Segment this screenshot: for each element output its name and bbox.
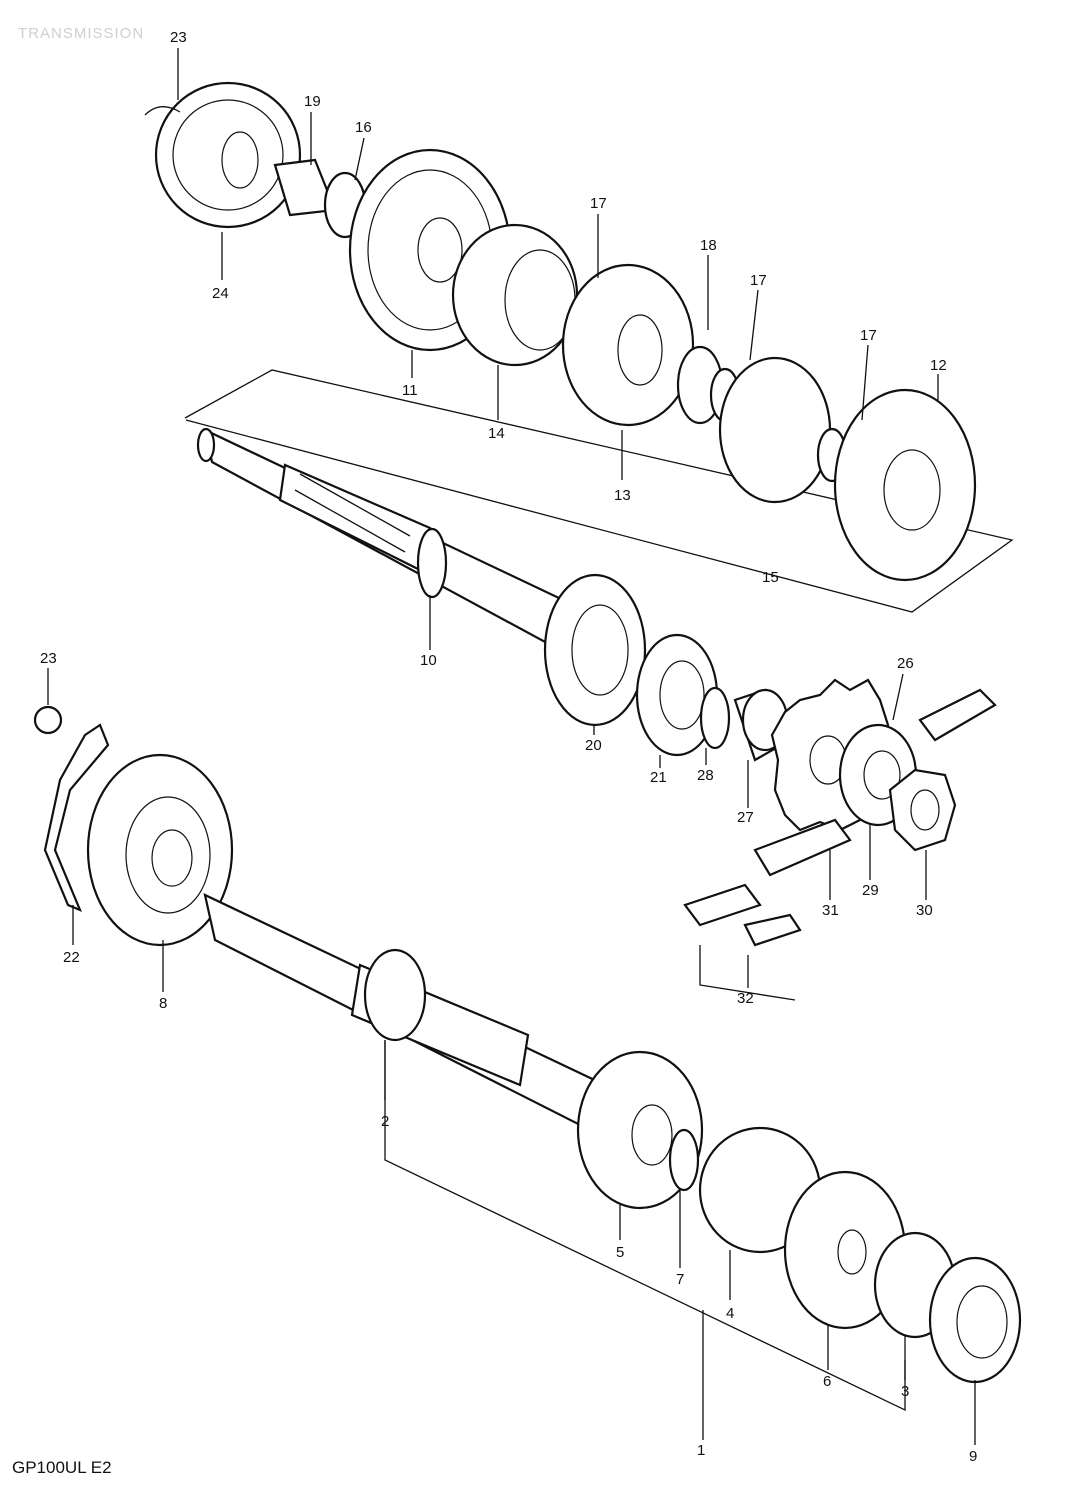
gear-15 bbox=[718, 356, 832, 504]
circlip-23-top bbox=[144, 106, 181, 116]
label-12: 12 bbox=[930, 357, 947, 374]
label-24: 24 bbox=[212, 285, 229, 302]
label-29: 29 bbox=[862, 882, 879, 899]
label-8: 8 bbox=[159, 995, 167, 1012]
o-ring-28 bbox=[699, 686, 731, 750]
label-17-b: 17 bbox=[750, 272, 767, 289]
circlip-7 bbox=[668, 1128, 700, 1192]
screw-23 bbox=[33, 705, 63, 735]
chain-31 bbox=[918, 688, 997, 742]
label-17-c: 17 bbox=[860, 327, 877, 344]
label-4: 4 bbox=[726, 1305, 734, 1322]
countershaft-group bbox=[144, 81, 1014, 1001]
label-6: 6 bbox=[823, 1373, 831, 1390]
chain-joint-32 bbox=[683, 883, 762, 927]
label-28: 28 bbox=[697, 767, 714, 784]
label-2: 2 bbox=[381, 1113, 389, 1130]
label-23-bottom: 23 bbox=[40, 650, 57, 667]
label-30: 30 bbox=[916, 902, 933, 919]
label-32: 32 bbox=[737, 990, 754, 1007]
mainshaft-group bbox=[33, 705, 1022, 1412]
part-number-labels: 23 19 16 24 11 14 17 18 17 17 12 13 15 1… bbox=[40, 29, 977, 1465]
label-27: 27 bbox=[737, 809, 754, 826]
label-1: 1 bbox=[697, 1442, 705, 1459]
label-22: 22 bbox=[63, 949, 80, 966]
label-14: 14 bbox=[488, 425, 505, 442]
label-13: 13 bbox=[614, 487, 631, 504]
label-31: 31 bbox=[822, 902, 839, 919]
label-16: 16 bbox=[355, 119, 372, 136]
label-23-top: 23 bbox=[170, 29, 187, 46]
label-3: 3 bbox=[901, 1383, 909, 1400]
label-26: 26 bbox=[897, 655, 914, 672]
bracket-15 bbox=[184, 369, 1014, 613]
label-18: 18 bbox=[700, 237, 717, 254]
label-15: 15 bbox=[762, 569, 779, 586]
label-11: 11 bbox=[402, 382, 418, 399]
diagram-header: TRANSMISSION bbox=[18, 25, 144, 42]
leader-lines bbox=[47, 48, 976, 1445]
label-20: 20 bbox=[585, 737, 602, 754]
label-10: 10 bbox=[420, 652, 437, 669]
label-21: 21 bbox=[650, 769, 667, 786]
label-7: 7 bbox=[676, 1271, 684, 1288]
label-5: 5 bbox=[616, 1244, 624, 1261]
label-17-a: 17 bbox=[590, 195, 607, 212]
label-19: 19 bbox=[304, 93, 321, 110]
model-code: GP100UL E2 bbox=[12, 1458, 112, 1477]
label-9: 9 bbox=[969, 1448, 977, 1465]
bearing-retainer-22 bbox=[43, 723, 110, 913]
